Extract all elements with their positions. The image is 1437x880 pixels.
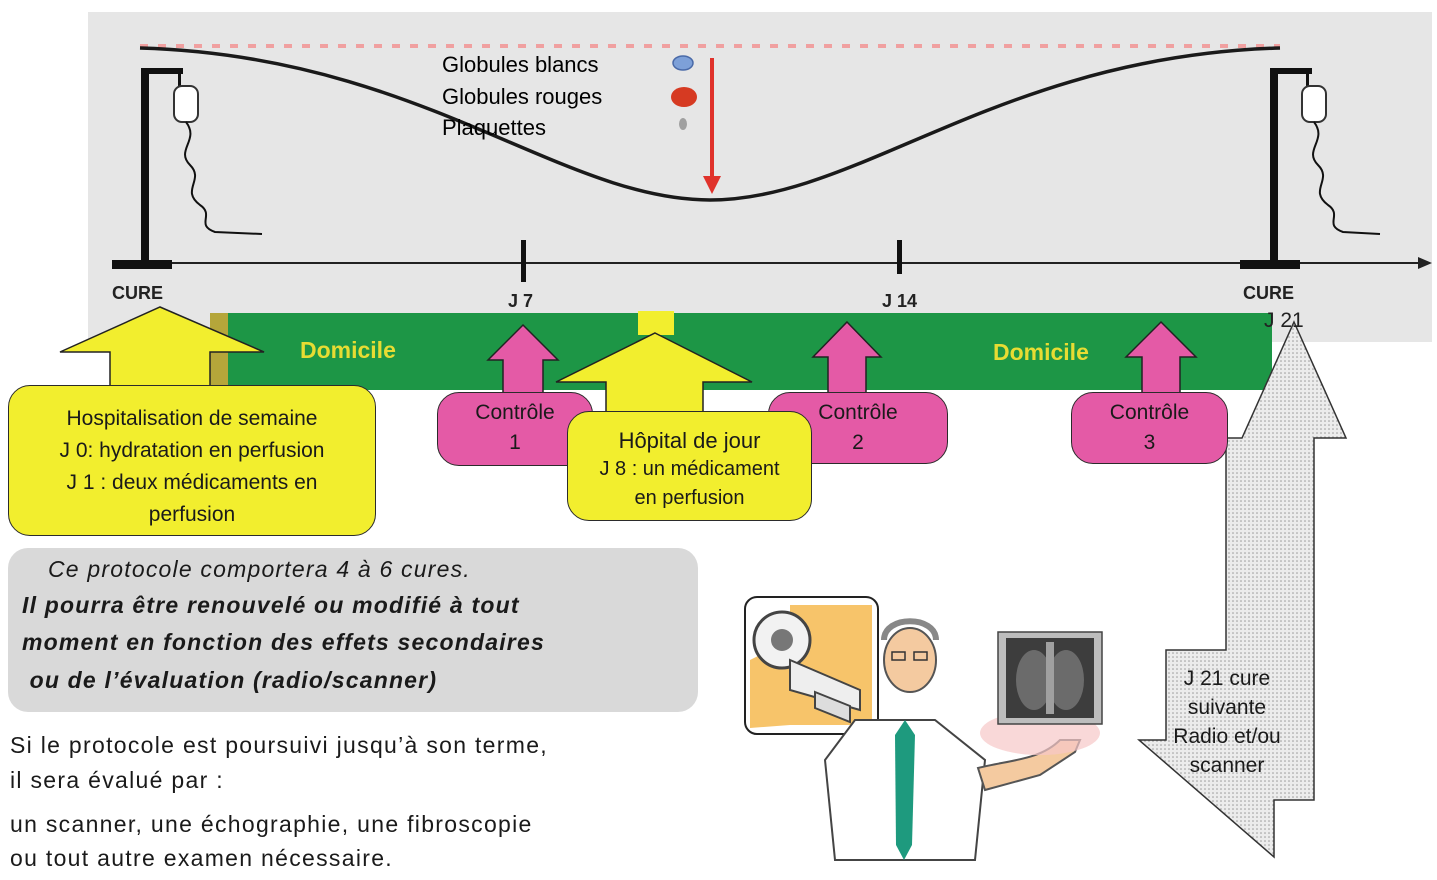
hospitalisation-line-2: J 0: hydratation en perfusion: [59, 439, 325, 462]
scanner-illustration: [744, 596, 879, 735]
control-2-label: Contrôle: [818, 401, 898, 424]
next-cure-line-4: scanner: [1189, 754, 1265, 777]
timeline-panel: [88, 12, 1432, 342]
legend-rbc: Globules rouges: [442, 84, 602, 109]
day-hospital-line-2: J 8 : un médicament: [599, 458, 780, 480]
label-j14: J 14: [882, 291, 917, 311]
next-cure-line-1: J 21 cure: [1183, 667, 1271, 690]
control-1-number: 1: [509, 431, 521, 454]
blood-count-curve: [139, 46, 1281, 202]
control-3-box: Contrôle 3: [1071, 392, 1228, 464]
iv-pole-right-icon: [1240, 68, 1381, 269]
day-hospital-box: Hôpital de jour J 8 : un médicament en p…: [567, 411, 812, 521]
next-cure-line-3: Radio et/ou: [1173, 725, 1281, 748]
tick-j7: [521, 240, 526, 282]
home-label-2: Domicile: [993, 339, 1089, 365]
next-cure-line-2: suivante: [1187, 696, 1267, 719]
red-blood-cell-icon: [671, 87, 697, 107]
iv-pole-left-icon: [112, 68, 263, 269]
band-yellow-strip: [638, 311, 674, 335]
label-j21: J 21: [1264, 309, 1304, 332]
legend-wbc: Globules blancs: [442, 52, 599, 77]
protocol-note-line-1: Ce protocole comportera 4 à 6 cures.: [48, 556, 471, 582]
time-axis-arrowhead: [1418, 257, 1432, 269]
evaluation-line-1: Si le protocole est poursuivi jusqu’à so…: [10, 732, 548, 758]
control-3-label: Contrôle: [1109, 401, 1190, 424]
hospitalisation-line-1: Hospitalisation de semaine: [66, 407, 318, 430]
platelet-icon: [679, 118, 687, 130]
label-j7: J 7: [508, 291, 533, 311]
hospitalisation-line-4: perfusion: [148, 503, 236, 526]
legend-platelets: Plaquettes: [442, 115, 546, 140]
red-down-arrow-head: [703, 176, 721, 194]
protocol-note-line-3: moment en fonction des effets secondaire…: [22, 629, 545, 655]
home-band: [228, 313, 1272, 390]
tick-j14: [897, 240, 902, 274]
label-cure-right: CURE: [1243, 283, 1294, 303]
protocol-note: Ce protocole comportera 4 à 6 cures. Il …: [8, 548, 698, 712]
control-2-number: 2: [852, 431, 864, 454]
hospitalisation-box: Hospitalisation de semaine J 0: hydratat…: [8, 385, 376, 536]
protocol-note-line-2: Il pourra être renouvelé ou modifié à to…: [22, 592, 520, 618]
evaluation-line-2: il sera évalué par :: [10, 767, 224, 793]
xray-image: [997, 631, 1103, 725]
hospitalisation-line-3: J 1 : deux médicaments en: [66, 471, 318, 494]
white-blood-cell-icon: [672, 55, 694, 71]
evaluation-line-4: ou tout autre examen nécessaire.: [10, 845, 393, 871]
evaluation-line-3: un scanner, une échographie, une fibrosc…: [10, 811, 533, 837]
day-hospital-title: Hôpital de jour: [618, 428, 761, 453]
control-1-label: Contrôle: [475, 401, 555, 424]
protocol-note-line-4: ou de l’évaluation (radio/scanner): [22, 667, 438, 693]
control-3-number: 3: [1143, 431, 1156, 454]
next-cure-text: J 21 cure suivante Radio et/ou scanner: [1166, 664, 1288, 780]
home-label-1: Domicile: [300, 337, 396, 363]
label-cure-left: CURE: [112, 283, 163, 303]
day-hospital-line-3: en perfusion: [634, 487, 745, 509]
